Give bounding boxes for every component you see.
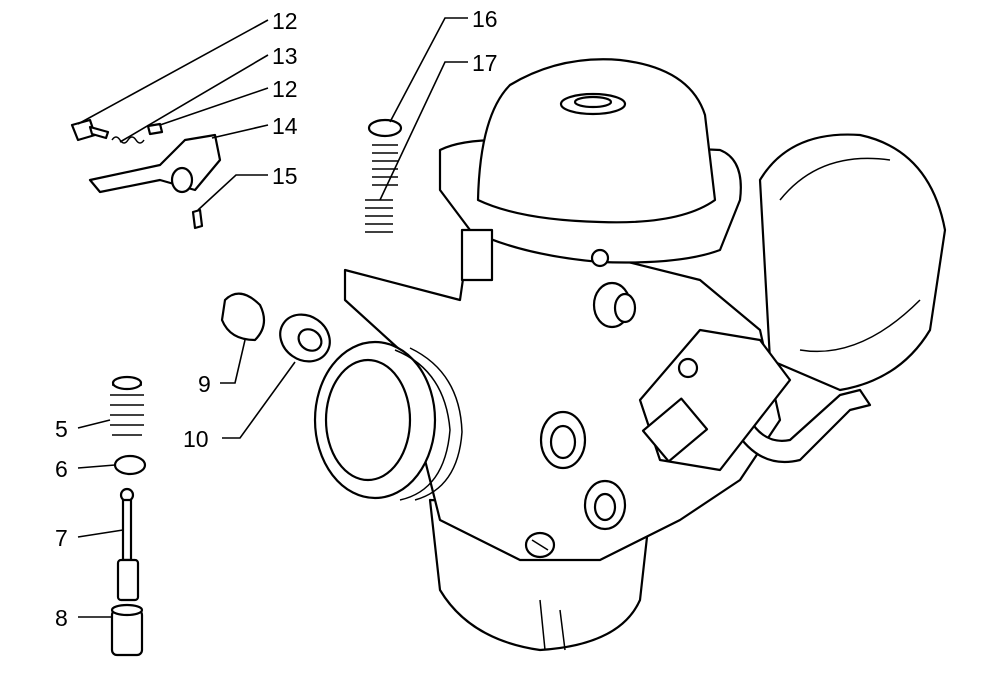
callout-12: 12 — [272, 8, 298, 34]
needle-stack — [110, 375, 147, 657]
callout-12: 12 — [272, 76, 298, 102]
callout-14: 14 — [272, 113, 298, 139]
carburetor-body — [313, 58, 947, 652]
callout-13: 13 — [272, 43, 298, 69]
springs-16-17 — [365, 118, 403, 233]
callout-10: 10 — [183, 426, 209, 452]
leader-lines — [77, 17, 468, 618]
callout-16: 16 — [472, 6, 498, 32]
clip-and-seal — [220, 292, 331, 363]
callout-7: 7 — [55, 525, 68, 551]
callout-17: 17 — [472, 50, 498, 76]
callout-5: 5 — [55, 416, 68, 442]
callout-6: 6 — [55, 456, 68, 482]
callout-15: 15 — [272, 163, 298, 189]
callout-8: 8 — [55, 605, 68, 631]
callout-9: 9 — [198, 371, 211, 397]
lever-assembly — [70, 118, 222, 230]
